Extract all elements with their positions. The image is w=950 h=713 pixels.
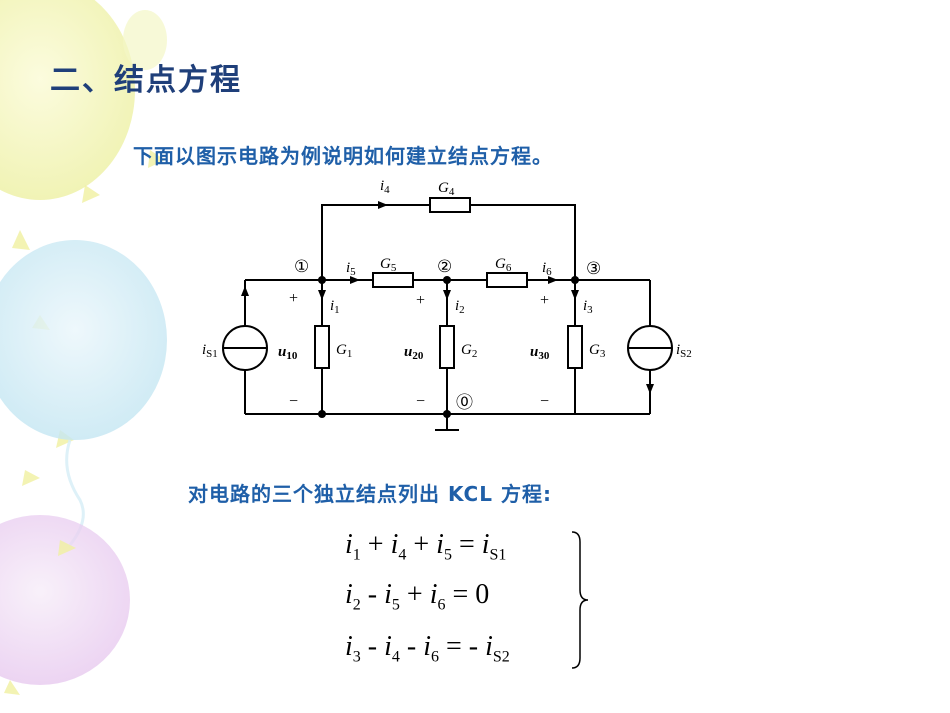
equation-1: i1 + i4 + i5 = iS1 bbox=[345, 529, 507, 564]
node-label-2: ② bbox=[437, 257, 452, 276]
node-dot-1 bbox=[318, 276, 326, 284]
arrow-iS2 bbox=[646, 384, 654, 394]
arrow-i2 bbox=[443, 290, 451, 300]
resistor-G1 bbox=[314, 325, 330, 369]
kcl-intro-text: 对电路的三个独立结点列出 KCL 方程: bbox=[188, 482, 552, 506]
label-G4: G4 bbox=[438, 180, 455, 198]
label-i6: i6 bbox=[542, 260, 552, 278]
arrow-i1 bbox=[318, 290, 326, 300]
arrow-i4 bbox=[378, 201, 388, 209]
plus-mark-u30: + bbox=[540, 292, 549, 309]
node-label-0: ⓪ bbox=[456, 393, 473, 412]
node-dot-0 bbox=[443, 410, 451, 418]
label-G1: G1 bbox=[336, 342, 352, 360]
label-G2: G2 bbox=[461, 342, 477, 360]
resistor-G4 bbox=[429, 197, 471, 213]
wire-top-loop bbox=[321, 204, 576, 280]
resistor-G6 bbox=[486, 272, 528, 288]
purple-balloon bbox=[0, 515, 130, 685]
label-i5: i5 bbox=[346, 260, 356, 278]
blue-balloon bbox=[0, 240, 167, 440]
label-G6: G6 bbox=[495, 256, 512, 274]
label-G3: G3 bbox=[589, 342, 606, 360]
label-iS2: iS2 bbox=[676, 342, 692, 360]
equation-2: i2 - i5 + i6 = 0 bbox=[345, 579, 490, 614]
plus-mark-u10: + bbox=[289, 290, 298, 307]
kcl-equations: i1 + i4 + i5 = iS1 i2 - i5 + i6 = 0 i3 -… bbox=[345, 525, 595, 673]
node-dot-2 bbox=[443, 276, 451, 284]
slide-title: 二、结点方程 bbox=[50, 63, 242, 98]
yellow-balloon bbox=[0, 0, 135, 200]
arrow-i6 bbox=[548, 276, 558, 284]
arrow-i5 bbox=[350, 276, 360, 284]
node-dot-3 bbox=[571, 276, 579, 284]
slide-subtitle: 下面以图示电路为例说明如何建立结点方程。 bbox=[133, 144, 553, 168]
circuit-diagram: ① ② ③ ⓪ G4 G5 G6 G1 G2 G3 iS1 iS2 i4 i5 … bbox=[202, 178, 692, 431]
label-iS1: iS1 bbox=[202, 342, 218, 360]
equation-3: i3 - i4 - i6 = - iS2 bbox=[345, 631, 510, 666]
label-i1: i1 bbox=[330, 298, 340, 316]
node-label-3: ③ bbox=[586, 259, 601, 278]
label-i2: i2 bbox=[455, 298, 465, 316]
arrow-iS1 bbox=[241, 286, 249, 296]
resistor-G5 bbox=[372, 272, 414, 288]
minus-mark-u20: − bbox=[416, 393, 425, 410]
resistor-G3 bbox=[567, 325, 583, 369]
minus-mark-u30: − bbox=[540, 393, 549, 410]
right-brace bbox=[571, 531, 589, 669]
plus-mark-u20: + bbox=[416, 292, 425, 309]
minus-mark-u10: − bbox=[289, 393, 298, 410]
label-u30: u30 bbox=[530, 344, 550, 362]
node-label-1: ① bbox=[294, 257, 309, 276]
arrow-i3 bbox=[571, 290, 579, 300]
label-u20: u20 bbox=[404, 344, 424, 362]
label-i3: i3 bbox=[583, 298, 593, 316]
label-u10: u10 bbox=[278, 344, 298, 362]
node-dot-b1 bbox=[318, 410, 326, 418]
label-G5: G5 bbox=[380, 256, 397, 274]
resistor-G2 bbox=[439, 325, 455, 369]
label-i4: i4 bbox=[380, 178, 390, 196]
